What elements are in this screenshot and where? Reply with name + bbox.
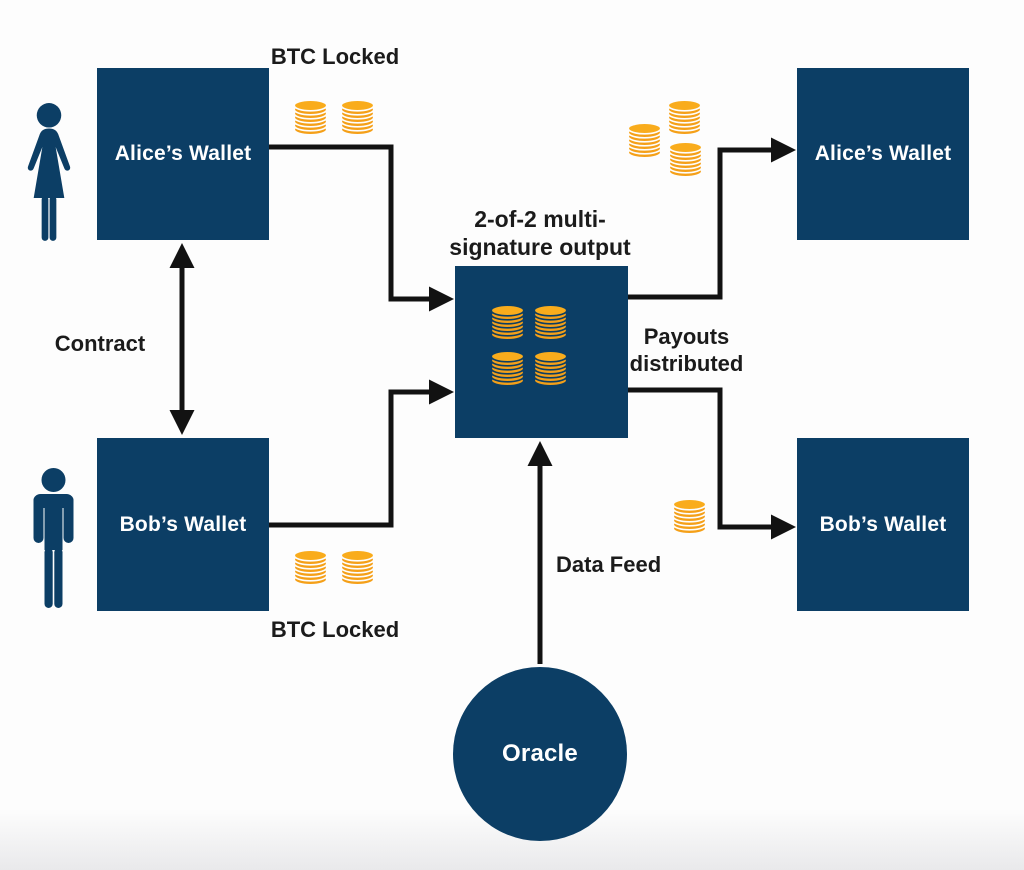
coin-stack-icon	[489, 299, 526, 341]
coin-stack-icon	[626, 117, 663, 159]
label-payouts-line1: Payouts	[643, 324, 730, 349]
node-bob-wallet-left: Bob’s Wallet	[97, 438, 269, 611]
coin-stack-icon	[339, 94, 376, 136]
coin-stack-icon	[532, 345, 569, 387]
coin-stack-icon	[667, 136, 704, 178]
label-payouts-distributed: Payouts distributed	[614, 324, 759, 378]
man-icon	[33, 468, 74, 608]
coin-stack-icon	[489, 345, 526, 387]
label-multisig-output: 2-of-2 multi- signature output	[445, 205, 635, 261]
edge-multisig-to-bob	[628, 387, 796, 540]
coin-stack-icon	[339, 544, 376, 586]
node-label: Alice’s Wallet	[114, 142, 252, 165]
woman-icon	[27, 103, 71, 241]
node-label: Bob’s Wallet	[119, 512, 247, 536]
coin-stack-icon	[671, 493, 708, 535]
coin-stack-icon	[292, 94, 329, 136]
label-multisig-line2: signature output	[449, 234, 631, 261]
edge-alice-to-multisig	[269, 144, 454, 312]
label-multisig-line1: 2-of-2 multi-	[474, 206, 606, 232]
edge-multisig-to-alice	[628, 137, 796, 300]
label-payouts-line2: distributed	[629, 350, 744, 376]
label-btc-locked-bottom: BTC Locked	[270, 617, 400, 642]
label-contract: Contract	[54, 331, 146, 356]
node-label: Oracle	[502, 740, 578, 767]
label-btc-locked-top: BTC Locked	[270, 44, 400, 69]
node-label: Bob’s Wallet	[819, 512, 947, 536]
label-data-feed: Data Feed	[556, 552, 662, 577]
node-oracle: Oracle	[453, 667, 627, 841]
coin-stack-icon	[532, 299, 569, 341]
node-alice-wallet-left: Alice’s Wallet	[97, 68, 269, 240]
coin-stack-icon	[666, 94, 703, 136]
node-alice-wallet-right: Alice’s Wallet	[797, 68, 969, 240]
coin-stack-icon	[292, 544, 329, 586]
node-bob-wallet-right: Bob’s Wallet	[797, 438, 969, 611]
node-label: Alice’s Wallet	[814, 142, 952, 165]
edge-bob-to-multisig	[269, 379, 454, 528]
